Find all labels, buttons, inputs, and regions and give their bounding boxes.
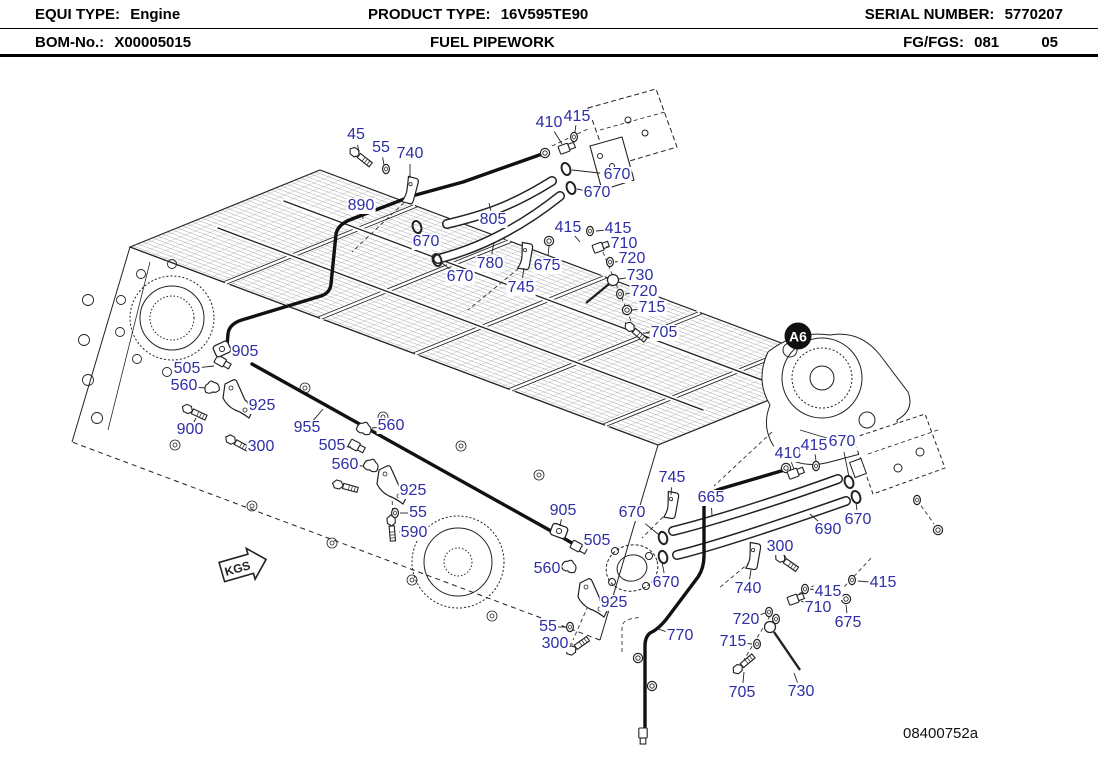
product-type: PRODUCT TYPE: 16V595TE90 (368, 6, 588, 23)
return-housing (587, 88, 678, 191)
equi-type-value: Engine (130, 6, 181, 23)
header-rule (0, 54, 1098, 57)
equi-type: EQUI TYPE: Engine (35, 6, 180, 23)
header-divider (0, 28, 1098, 29)
fuel-tubes (433, 176, 851, 560)
bom-label: BOM-No.: (35, 34, 105, 51)
kgs-arrow-marker: KGS (218, 546, 268, 583)
bom-value: X00005015 (114, 34, 192, 51)
product-type-value: 16V595TE90 (500, 6, 589, 23)
detail-marker-badge: A6 (784, 322, 812, 350)
fg-fgs: FG/FGS: 081 05 (903, 34, 1058, 51)
bom-number: BOM-No.: X00005015 (35, 34, 191, 51)
serial-number-value: 5770207 (1004, 6, 1063, 23)
page-title: FUEL PIPEWORK (430, 34, 555, 51)
fuel-pipe-890 (225, 151, 547, 348)
svg-text:KGS: KGS (223, 558, 252, 579)
governor-housing (848, 413, 946, 495)
fg-value: 081 (974, 34, 1000, 51)
product-type-label: PRODUCT TYPE: (368, 6, 491, 23)
fg-sheet-value: 05 (1041, 34, 1058, 51)
pump-flange (605, 544, 659, 592)
fg-label: FG/FGS: (903, 34, 964, 51)
serial-number: SERIAL NUMBER: 5770207 (865, 6, 1063, 23)
hardware-parts (180, 131, 944, 745)
equi-type-label: EQUI TYPE: (35, 6, 121, 23)
serial-number-label: SERIAL NUMBER: (864, 6, 995, 23)
drawing-number: 08400752a (903, 725, 979, 742)
fuel-pipe-665-770 (643, 467, 790, 736)
